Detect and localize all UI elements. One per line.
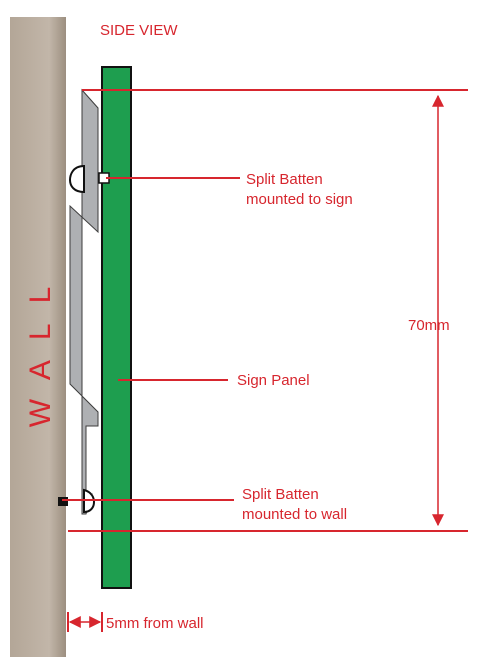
split-batten-wall xyxy=(69,88,99,515)
sign-panel xyxy=(101,66,132,589)
split-batten-sign-label: Split Batten mounted to sign xyxy=(246,171,353,208)
sign-panel-label: Sign Panel xyxy=(237,372,310,389)
diagram-title: SIDE VIEW xyxy=(100,22,178,39)
split-batten-wall-label: Split Batten mounted to wall xyxy=(242,486,347,523)
offset-dimension-label: 5mm from wall xyxy=(106,615,204,632)
wall-label: WALL xyxy=(24,267,57,428)
wall xyxy=(10,17,66,657)
height-dimension-label: 70mm xyxy=(408,317,450,334)
screw-top-icon xyxy=(68,164,85,194)
wall-plug-icon xyxy=(58,497,68,506)
